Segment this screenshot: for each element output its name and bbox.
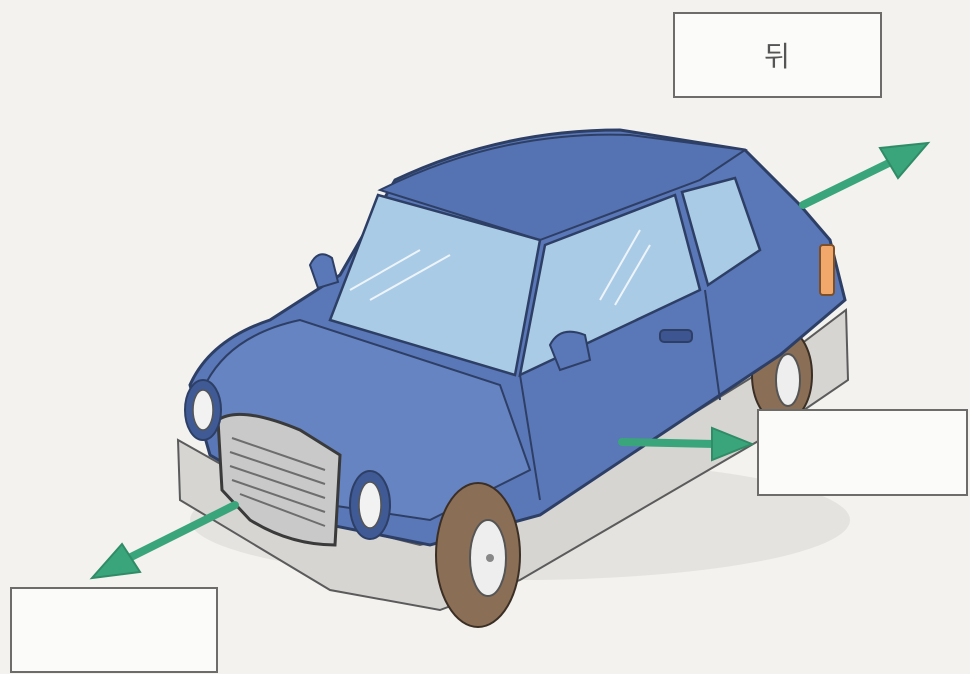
arrow-side: [618, 426, 755, 462]
label-box-side[interactable]: [757, 409, 968, 496]
car-roof: [377, 133, 748, 242]
label-box-front[interactable]: [10, 587, 218, 673]
windshield: [328, 193, 542, 377]
door-line-2: [519, 374, 541, 501]
headlight-left: [184, 379, 222, 441]
headlight-right: [349, 470, 391, 540]
door-handle: [659, 329, 693, 343]
label-back-text: 뒤: [764, 40, 791, 73]
side-window-front: [518, 193, 702, 378]
side-window-rear: [680, 176, 762, 288]
arrow-front: [89, 501, 239, 580]
front-grille: [216, 412, 342, 547]
side-mirror-right: [548, 330, 592, 372]
tail-light: [819, 244, 835, 296]
side-mirror-left: [308, 253, 340, 290]
door-line: [704, 289, 721, 401]
window-glare: [349, 229, 651, 306]
car-bumper: [176, 308, 850, 612]
front-wheel: [435, 482, 521, 628]
label-box-back[interactable]: 뒤: [673, 12, 882, 98]
arrow-back: [799, 141, 931, 209]
